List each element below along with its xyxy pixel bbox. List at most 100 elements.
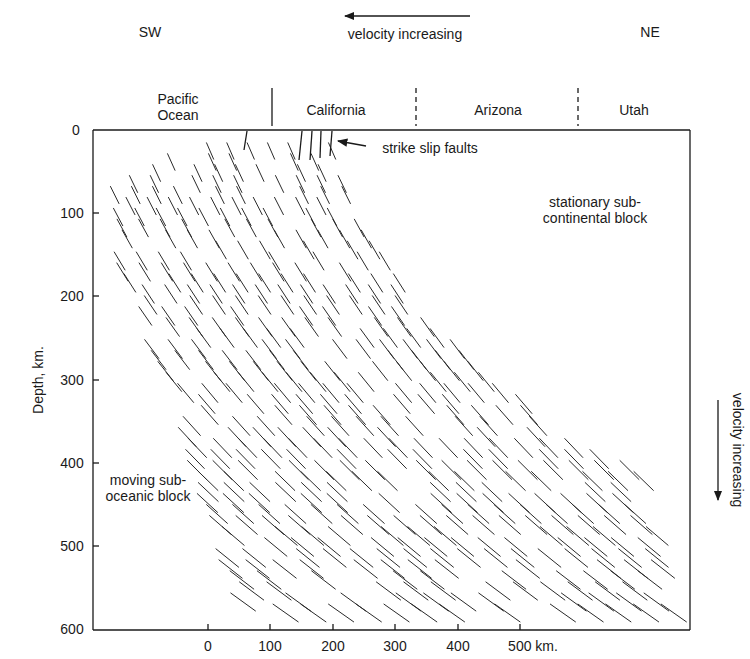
stress-dash	[393, 274, 405, 293]
stress-dash	[584, 538, 607, 557]
stress-dash	[220, 208, 230, 226]
stress-dash	[237, 186, 246, 204]
stress-dash	[434, 526, 456, 545]
stress-dash	[431, 582, 456, 600]
stress-dash	[275, 175, 283, 193]
stress-dash	[281, 295, 294, 314]
stress-dash	[356, 416, 374, 435]
stress-dash	[214, 372, 230, 391]
stress-dash	[408, 560, 432, 579]
strike-slip-fault	[310, 131, 312, 160]
stress-dash	[608, 471, 628, 490]
stress-dash	[611, 571, 635, 590]
stress-dash	[199, 208, 209, 226]
velocity-note: velocity increasing	[730, 393, 746, 507]
stress-dash	[139, 263, 151, 282]
stress-dash	[339, 438, 358, 457]
stress-dash	[321, 186, 330, 204]
stress-dash	[520, 405, 537, 424]
stress-dash	[421, 317, 435, 336]
stress-dash	[250, 482, 270, 501]
tick-label: 300	[60, 372, 83, 388]
stress-dash	[296, 175, 304, 193]
stress-dash	[514, 438, 533, 457]
stress-dash	[367, 515, 389, 534]
stress-dash	[496, 405, 513, 424]
stress-dash	[493, 460, 512, 479]
stress-dash	[273, 263, 285, 282]
block-label: stationary sub-continental block	[535, 194, 655, 226]
stress-dash	[139, 306, 152, 325]
stress-dash	[301, 471, 321, 490]
stress-dash	[208, 153, 216, 170]
stress-dash	[258, 295, 271, 314]
stress-dash	[153, 164, 161, 181]
stress-dash	[216, 549, 239, 568]
stress-dash	[396, 361, 411, 380]
direction-label: SW	[139, 24, 162, 40]
stress-dash	[404, 549, 427, 568]
stress-dash	[622, 582, 647, 600]
stress-dash	[393, 571, 417, 590]
stress-dash	[293, 350, 308, 369]
stress-dash	[589, 593, 614, 611]
stress-dash	[450, 339, 464, 358]
stress-dash	[249, 493, 270, 512]
stress-dash	[406, 416, 424, 435]
stress-dash	[300, 186, 309, 204]
stress-dash	[354, 560, 378, 579]
stress-dash	[122, 230, 132, 248]
stress-dash	[646, 526, 668, 545]
stress-dash	[372, 295, 385, 314]
stress-dash	[350, 549, 373, 568]
stress-dash	[183, 416, 201, 435]
stress-dash	[307, 416, 325, 435]
stress-dash	[290, 153, 298, 170]
stress-dash	[593, 526, 615, 545]
stress-dash	[572, 504, 593, 523]
stress-dash	[234, 175, 242, 193]
stress-dash	[323, 285, 335, 304]
stress-dash	[502, 571, 526, 590]
stress-dash	[311, 571, 335, 590]
stress-dash	[165, 285, 177, 304]
stress-dash	[250, 263, 262, 282]
stress-dash	[183, 263, 195, 282]
stress-dash	[235, 295, 248, 314]
region-name: Pacific Ocean	[143, 91, 213, 123]
stress-dash	[471, 405, 488, 424]
stress-dash	[287, 449, 306, 468]
stress-dash	[569, 460, 589, 479]
stress-dash	[373, 405, 390, 424]
stress-dash	[499, 515, 521, 534]
stress-dash	[411, 604, 437, 622]
tick-label: 600	[60, 621, 83, 637]
frame-right	[689, 130, 690, 630]
stress-dash	[185, 306, 198, 325]
stress-dash	[247, 142, 254, 159]
stress-dash	[334, 372, 350, 391]
tick-label: 200	[60, 288, 83, 304]
stress-dash	[616, 593, 641, 611]
stress-dash	[246, 350, 261, 369]
stress-dash	[147, 197, 156, 215]
stress-dash	[328, 427, 346, 446]
stress-dash	[446, 515, 468, 534]
stress-dash	[442, 394, 459, 413]
tick-label: 400	[60, 455, 83, 471]
stress-dash	[429, 471, 449, 490]
stress-dash	[381, 560, 405, 579]
stress-dash	[165, 230, 175, 248]
stress-dash	[139, 219, 149, 237]
stress-dash	[381, 416, 399, 435]
strike-slip-fault	[330, 131, 332, 156]
stress-dash	[305, 317, 319, 336]
stress-dash	[198, 482, 218, 501]
stress-dash	[246, 560, 270, 579]
stress-dash	[430, 549, 453, 568]
tick-label: 300	[383, 638, 406, 654]
stress-dash	[484, 549, 507, 568]
stress-dash	[347, 241, 358, 259]
stress-dash	[275, 526, 297, 545]
